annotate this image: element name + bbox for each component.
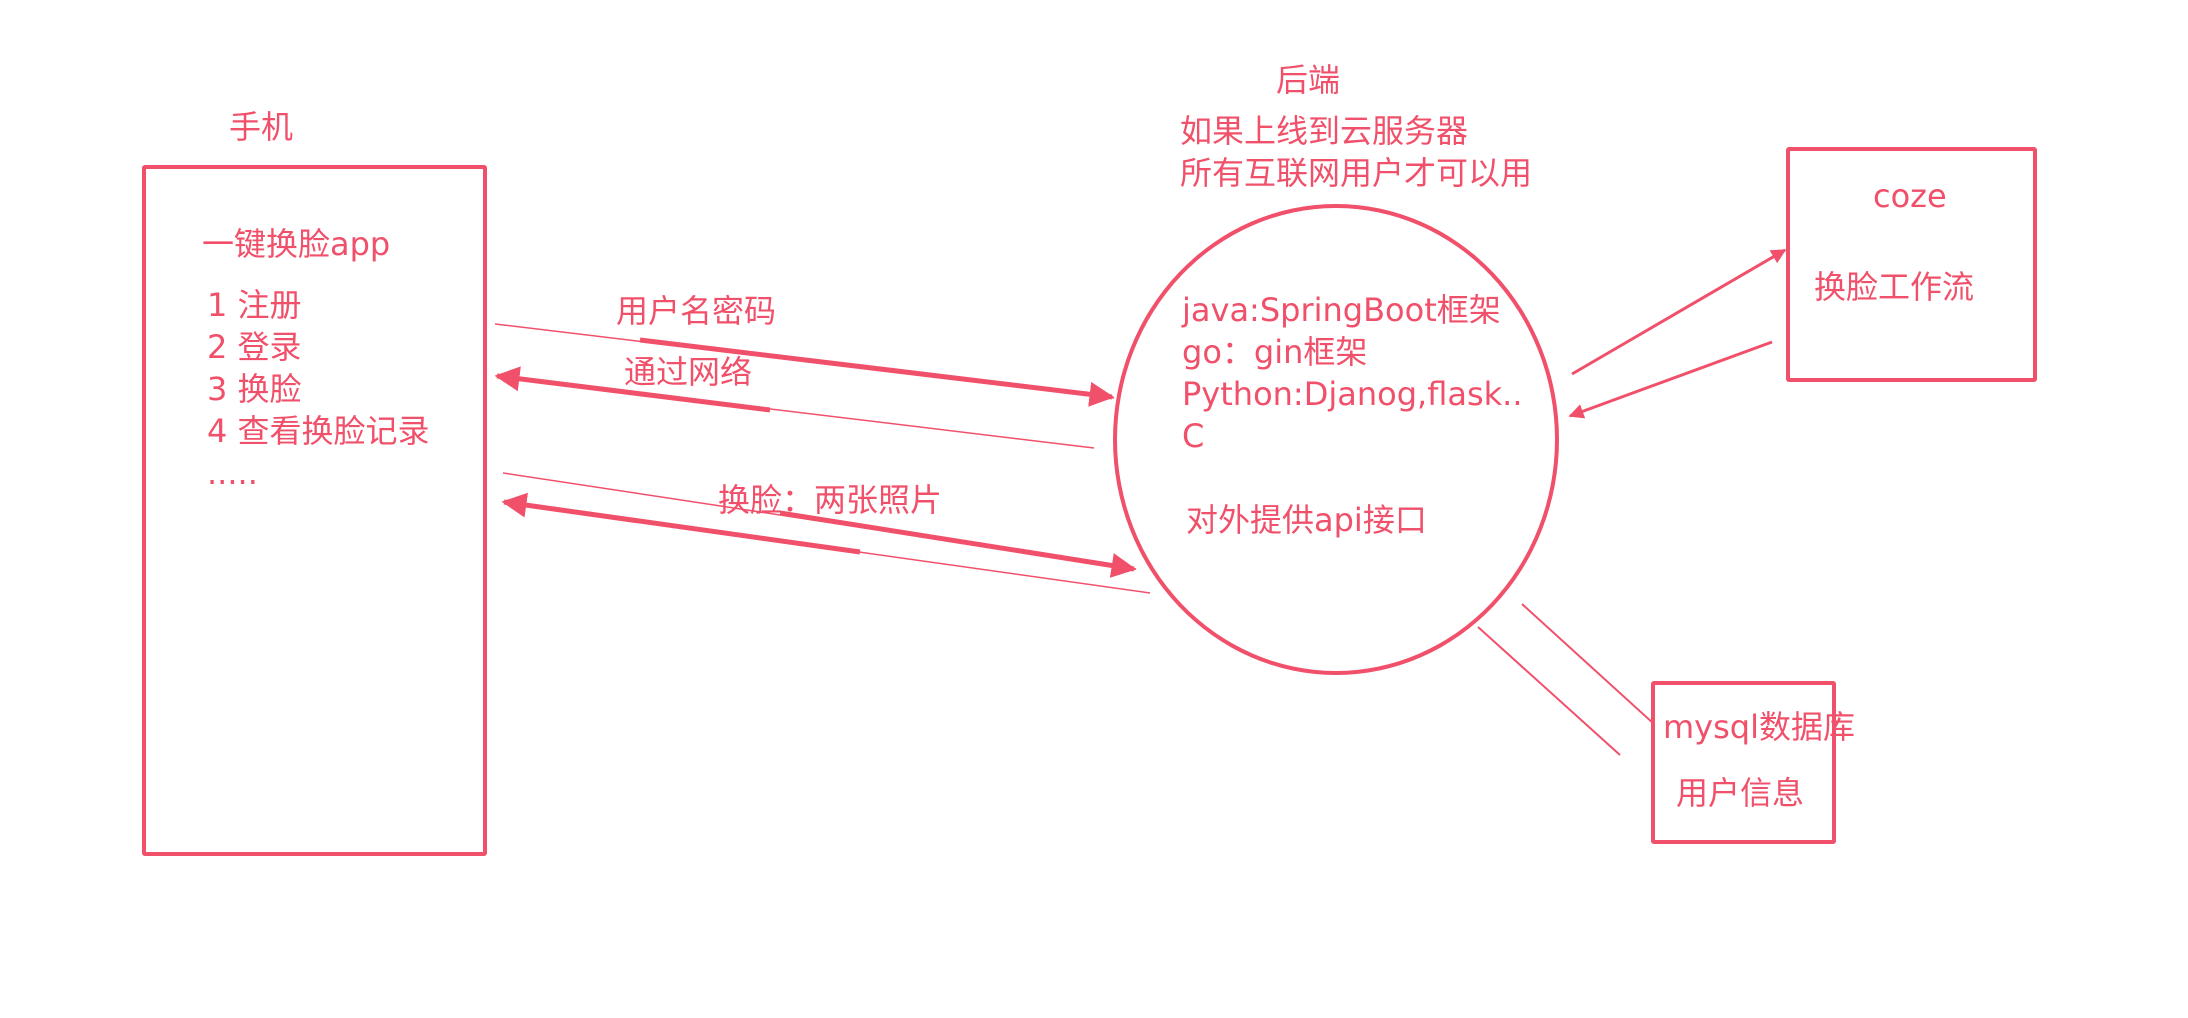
app-title: 一键换脸app [202, 225, 391, 263]
arrow-photos-to-backend-bold [779, 510, 1137, 578]
feature-more: ..... [207, 454, 258, 492]
backend-circle [1113, 204, 1559, 675]
arrow-backend-to-coze [1571, 248, 1787, 376]
line-db-to-backend [1477, 626, 1621, 756]
arrow-network-to-phone-bold [494, 366, 771, 413]
backend-label: 后端 [1276, 61, 1341, 99]
feature-history: 4 查看换脸记录 [207, 412, 430, 450]
coze-title: coze [1873, 177, 1947, 215]
coze-workflow: 换脸工作流 [1814, 268, 1975, 306]
backend-note-line2: 所有互联网用户才可以用 [1180, 154, 1533, 192]
feature-register: 1 注册 [207, 286, 302, 324]
line-backend-to-db [1521, 603, 1655, 725]
phone-box [142, 165, 487, 856]
db-title: mysql数据库 [1663, 708, 1855, 746]
arrow-coze-to-backend [1568, 340, 1773, 419]
label-network: 通过网络 [624, 353, 753, 391]
feature-login: 2 登录 [207, 328, 302, 366]
phone-label: 手机 [229, 108, 294, 146]
arrow-result-to-phone-bold [501, 492, 861, 555]
db-box [1651, 681, 1836, 844]
label-credentials: 用户名密码 [616, 292, 777, 330]
db-content: 用户信息 [1676, 774, 1805, 812]
framework-java: java:SpringBoot框架 [1182, 291, 1501, 329]
feature-faceswap: 3 换脸 [207, 370, 302, 408]
framework-c: C [1182, 417, 1205, 455]
coze-box [1786, 147, 2037, 382]
arrow-credentials-to-backend-bold [639, 337, 1115, 407]
label-faceswap-photos: 换脸：两张照片 [718, 481, 943, 519]
backend-note-line1: 如果上线到云服务器 [1180, 112, 1469, 150]
framework-python: Python:Djanog,flask.. [1182, 375, 1523, 413]
backend-api: 对外提供api接口 [1186, 501, 1427, 539]
framework-go: go：gin框架 [1182, 333, 1368, 371]
